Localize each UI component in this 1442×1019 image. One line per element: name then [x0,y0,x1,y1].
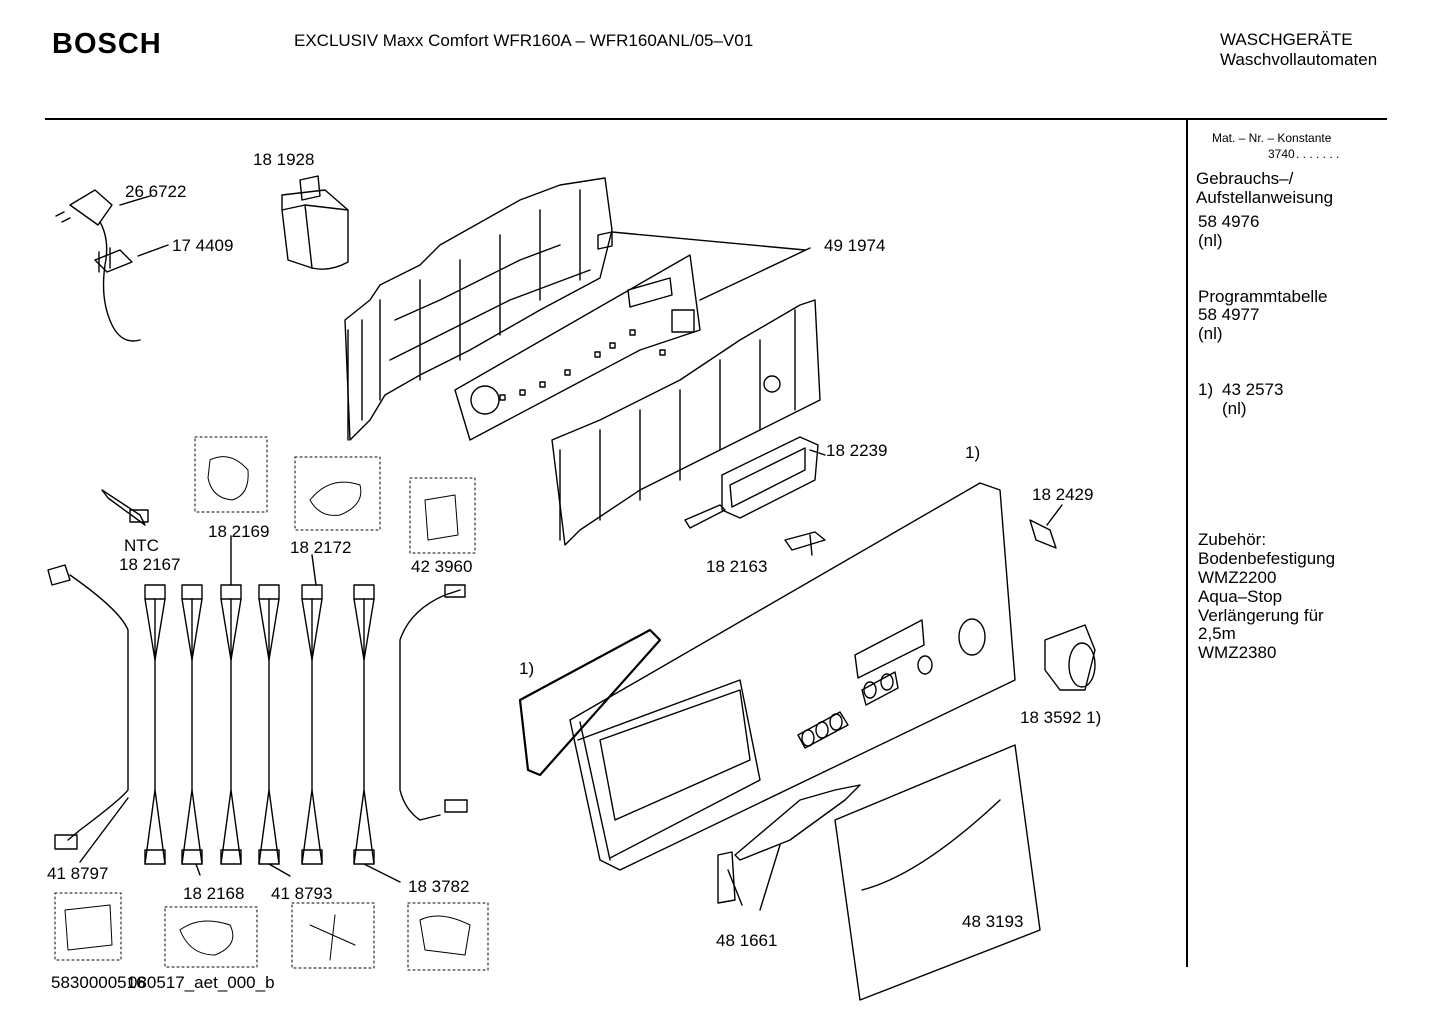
label-18-2172: 18 2172 [290,538,352,557]
accessory-line-5: 2,5m [1198,624,1236,643]
control-panel-fascia-drawing [569,482,1016,871]
header-rule [45,118,1387,120]
pictogram-sketches [64,456,471,961]
knob-drawing [1044,624,1096,691]
brand-logo: BOSCH [52,28,162,60]
label-18-2169: 18 2169 [208,522,270,541]
interference-filter-drawing [281,175,349,270]
drawing-code: 5830000516 [51,973,146,992]
label-18-2163: 18 2163 [706,557,768,576]
footnote-marker-left: 1) [519,659,535,678]
label-18-3782: 18 3782 [408,877,470,896]
wiring-harness-drawing [47,535,468,883]
label-ntc: NTC [124,536,159,555]
doc2-number: 58 4977 [1198,305,1260,324]
category-line-2: Waschvollautomaten [1220,50,1378,69]
footnote-marker: 1) [1198,380,1214,399]
mat-nr-dots: . . . . . . . [1296,147,1340,161]
doc1-number: 58 4976 [1198,212,1260,231]
label-18-2239: 18 2239 [826,441,888,460]
label-18-1928: 18 1928 [253,150,315,169]
drawing-code-overlap: 080517_aet_000_b [128,973,275,992]
label-18-2429: 18 2429 [1032,485,1094,504]
model-title: EXCLUSIV Maxx Comfort WFR160A – WFR160AN… [294,31,754,50]
mat-nr-label: Mat. – Nr. – Konstante [1212,131,1332,145]
display-window-drawing [684,436,826,529]
accessory-line-4: Verlängerung für [1198,606,1324,625]
doc1-title-1: Gebrauchs–/ [1196,169,1294,188]
label-18-2168: 18 2168 [183,884,245,903]
footnote-number: 43 2573 [1222,380,1284,399]
accessory-line-3: Aqua–Stop [1198,587,1283,606]
label-41-8797: 41 8797 [47,864,109,883]
detergent-drawer-panel-drawing [834,744,1041,1001]
label-48-1661: 48 1661 [716,931,778,950]
ntc-sensor-drawing [101,489,149,526]
category-line-1: WASCHGERÄTE [1220,30,1353,49]
footnote-lang: (nl) [1222,399,1247,418]
label-17-4409: 17 4409 [172,236,234,255]
doc2-title: Programmtabelle [1198,287,1328,306]
accessory-line-2: WMZ2200 [1198,568,1277,587]
label-18-3592: 18 3592 1) [1020,708,1102,727]
power-plug-drawing [55,189,169,342]
label-48-3193: 48 3193 [962,912,1024,931]
lever-drawing [717,784,861,911]
bracket-drawing [1029,504,1063,549]
accessory-line-6: WMZ2380 [1198,643,1277,662]
footnote-marker-top: 1) [965,443,981,462]
reference-pictograms-drawing [54,436,489,971]
sidebar-divider [1186,119,1188,967]
seal-drawing [518,628,662,777]
control-frame-lower-drawing [551,299,821,546]
doc1-title-2: Aufstellanweisung [1196,188,1334,207]
label-41-8793: 41 8793 [271,884,333,903]
doc2-lang: (nl) [1198,324,1223,343]
label-26-6722: 26 6722 [125,182,187,201]
label-49-1974: 49 1974 [824,236,886,255]
label-18-2167: 18 2167 [119,555,181,574]
circuit-board-drawing [454,247,811,441]
control-module-frame-drawing [344,177,806,441]
doc1-lang: (nl) [1198,231,1223,250]
label-42-3960: 42 3960 [411,557,473,576]
accessories-title: Zubehör: [1198,530,1267,549]
spring-clip-drawing [784,531,826,556]
accessory-line-1: Bodenbefestigung [1198,549,1336,568]
mat-nr-value: 3740 [1268,147,1295,161]
